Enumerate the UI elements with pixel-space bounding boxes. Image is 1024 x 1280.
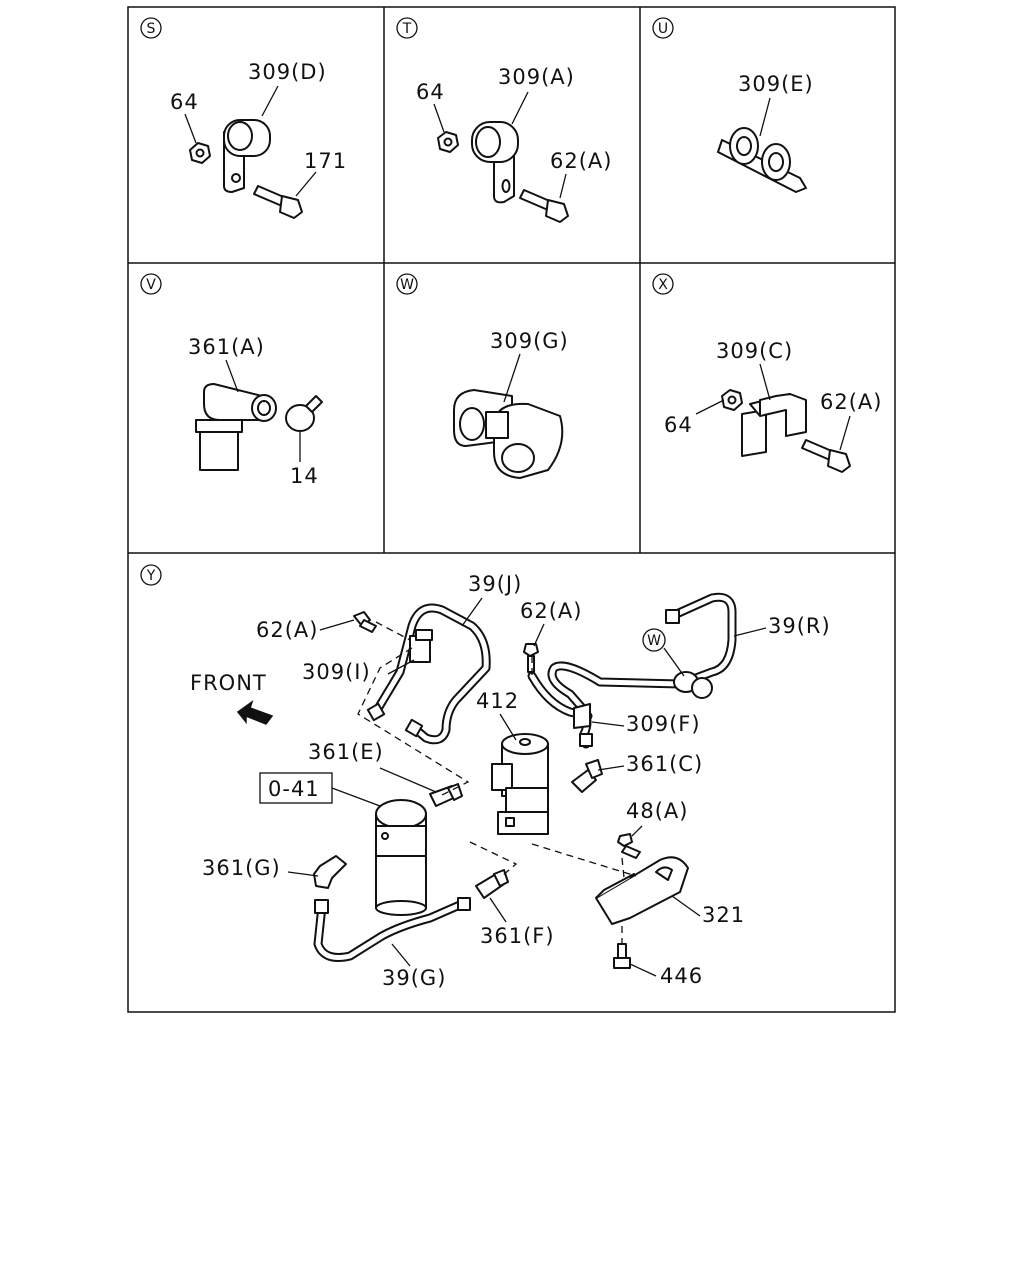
double-clip-drawing: [673, 671, 713, 699]
panel-marker-t: T: [396, 17, 418, 39]
part-label: 62(A): [820, 390, 882, 414]
part-label: 412: [476, 689, 519, 713]
bolt-drawing: [801, 439, 851, 473]
fitting-drawing: [429, 783, 463, 807]
svg-text:Y: Y: [146, 568, 156, 584]
panel-w: W 309(G): [396, 273, 569, 479]
part-label: 62(A): [256, 618, 318, 642]
panel-v: V 361(A) 14: [140, 273, 323, 488]
panel-marker-s: S: [140, 17, 162, 39]
part-label: 321: [702, 903, 745, 927]
svg-text:V: V: [146, 277, 156, 293]
panel-u: U 309(E): [652, 17, 814, 193]
panel-s: S 309(D) 64 171: [140, 17, 347, 219]
diagram-frame: [127, 6, 896, 1013]
part-label: 62(A): [550, 149, 612, 173]
bolt-drawing: [617, 833, 641, 859]
part-label: 309(I): [302, 660, 371, 684]
part-label: 48(A): [626, 799, 688, 823]
part-label: 39(J): [468, 572, 522, 596]
part-label: 361(A): [188, 335, 265, 359]
panel-marker-v: V: [140, 273, 162, 295]
nut-drawing: [189, 142, 211, 164]
inner-marker-w: W: [642, 628, 666, 652]
svg-text:W: W: [647, 633, 661, 649]
fitting-drawing: [475, 869, 509, 899]
svg-text:X: X: [658, 277, 668, 293]
panel-x: X 309(C) 62(A) 64: [652, 273, 882, 473]
part-label: 446: [660, 964, 703, 988]
ref-box: 0-41: [259, 772, 333, 804]
valve-drawing: [491, 733, 549, 835]
part-label: 309(C): [716, 339, 793, 363]
elbow-connector-drawing: [195, 383, 277, 471]
part-label: 62(A): [520, 599, 582, 623]
part-label: 309(G): [490, 329, 569, 353]
svg-text:S: S: [147, 21, 156, 37]
part-label: 64: [664, 413, 693, 437]
nut-drawing: [437, 131, 459, 153]
double-clip-drawing: [717, 127, 807, 193]
part-label: 361(E): [308, 740, 384, 764]
part-label: 309(A): [498, 65, 575, 89]
bolt-drawing: [523, 643, 539, 673]
panel-y: Y FRONT: [140, 564, 831, 990]
svg-text:U: U: [658, 21, 668, 37]
double-clip-drawing: [453, 389, 564, 479]
bracket-drawing: [595, 856, 689, 925]
fitting-drawing: [571, 759, 603, 793]
pipe-clip-drawing: [741, 393, 807, 457]
tank-drawing: [375, 799, 427, 916]
leader-lines: [287, 597, 767, 977]
pipe-drawing: [366, 603, 491, 745]
nut-drawing: [721, 389, 743, 411]
clip-drawing: [573, 703, 591, 729]
part-label: 64: [170, 90, 199, 114]
part-label: 64: [416, 80, 445, 104]
panel-t: T 309(A) 64 62(A): [396, 17, 612, 223]
part-label: 309(D): [248, 60, 327, 84]
routing-lines: [357, 621, 637, 944]
bolt-drawing: [519, 189, 569, 223]
ref-box-label: 0-41: [268, 777, 320, 801]
part-label: 361(F): [480, 924, 555, 948]
bolt-drawing: [353, 611, 377, 633]
front-label: FRONT: [190, 671, 267, 695]
part-label: 361(G): [202, 856, 281, 880]
part-label: 39(G): [382, 966, 446, 990]
panel-marker-y: Y: [140, 564, 162, 586]
hose-clamp-drawing: [285, 395, 323, 432]
panel-marker-x: X: [652, 273, 674, 295]
bolt-drawing: [253, 185, 303, 219]
part-label: 39(R): [768, 614, 831, 638]
part-label: 309(E): [738, 72, 814, 96]
part-label: 309(F): [626, 712, 701, 736]
front-arrow-icon: [236, 700, 274, 725]
part-label: 14: [290, 464, 319, 488]
pipe-clip-drawing: [471, 121, 519, 204]
fitting-drawing: [313, 855, 347, 889]
pipe-drawing: [527, 671, 593, 721]
pipe-drawing: [313, 897, 471, 962]
svg-text:T: T: [402, 21, 412, 37]
pipe-clip-drawing: [223, 119, 271, 193]
bolt-drawing: [613, 943, 631, 969]
panel-marker-w: W: [396, 273, 418, 295]
part-label: 171: [304, 149, 347, 173]
svg-text:W: W: [400, 277, 414, 293]
panel-marker-u: U: [652, 17, 674, 39]
part-label: 361(C): [626, 752, 703, 776]
